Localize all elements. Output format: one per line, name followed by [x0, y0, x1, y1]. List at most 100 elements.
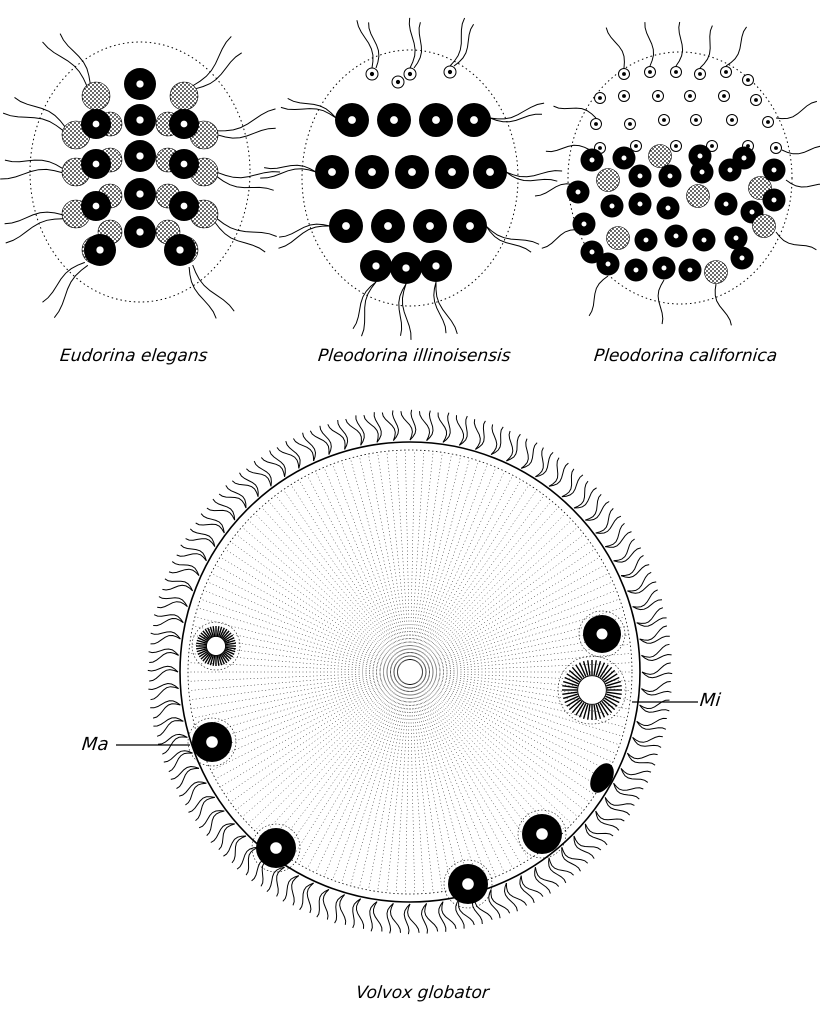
cytoplasmic-strand — [419, 680, 576, 816]
cell-dot — [662, 118, 666, 122]
flagellum — [585, 824, 607, 845]
flagellum — [715, 284, 731, 325]
cell-nucleus — [432, 116, 441, 125]
flagellum — [196, 53, 242, 89]
cytoplasmic-strand — [378, 684, 408, 890]
flagellum — [149, 670, 178, 682]
cytoplasmic-strand — [416, 481, 520, 661]
cytoplasmic-strand — [227, 679, 400, 794]
cell-nucleus — [661, 265, 667, 271]
cell-nucleus — [448, 168, 457, 177]
cytoplasmic-strand — [232, 679, 400, 801]
flagellum — [490, 103, 544, 119]
cell-nucleus — [408, 168, 417, 177]
stippled-cell — [687, 185, 710, 208]
flagellum — [151, 632, 181, 639]
cell-dot — [622, 94, 626, 98]
flagellum — [642, 663, 671, 675]
cytoplasmic-strand — [222, 678, 400, 786]
flagellum — [589, 276, 608, 316]
cytoplasmic-strand — [420, 543, 588, 665]
flagellum — [169, 569, 199, 575]
cell-nucleus — [466, 222, 475, 231]
flagellum — [181, 545, 207, 561]
cytoplasmic-strand — [421, 574, 607, 666]
flagellum — [328, 424, 345, 449]
pleodorina-illinoisensis-colony — [260, 18, 562, 340]
inner-wall — [188, 450, 632, 894]
cytoplasmic-strand — [360, 458, 407, 661]
flagellum — [151, 636, 181, 644]
cytoplasmic-strand — [256, 681, 402, 830]
flagellum — [549, 858, 574, 876]
cytoplasmic-strand — [284, 491, 403, 662]
cell-nucleus — [673, 233, 679, 239]
cytoplasmic-strand — [202, 600, 398, 668]
flagellum — [219, 824, 235, 850]
cytoplasmic-strand — [205, 676, 398, 753]
flagellum — [5, 212, 62, 224]
cytoplasmic-strand — [202, 676, 398, 744]
cell-nucleus — [739, 255, 745, 261]
flagellum — [506, 434, 520, 461]
cell-dot — [634, 144, 638, 148]
flagellum — [554, 106, 597, 118]
cytoplasmic-strand — [418, 502, 551, 662]
cell-nucleus — [581, 221, 587, 227]
cytoplasmic-strand — [256, 515, 402, 664]
flagellum — [223, 836, 246, 856]
cytoplasmic-strand — [277, 497, 403, 663]
sperm-packet-center — [206, 636, 225, 655]
flagellum — [596, 811, 625, 821]
flagellum — [676, 22, 683, 66]
cytoplasmic-strand — [421, 583, 611, 668]
stippled-cell — [705, 261, 728, 284]
cell-nucleus — [96, 246, 104, 254]
flagellum — [148, 666, 178, 672]
cell-dot — [710, 144, 714, 148]
cell-dot — [774, 146, 778, 150]
cell-nucleus — [687, 267, 693, 273]
cytoplasmic-strand — [416, 683, 512, 867]
cell-dot — [766, 120, 770, 124]
cell-nucleus — [667, 173, 673, 179]
flagellum — [549, 458, 559, 487]
flagellum — [193, 265, 235, 311]
flagellum — [605, 523, 624, 546]
cytoplasmic-strand — [416, 486, 527, 662]
cytoplasmic-strand — [316, 683, 405, 871]
flagellum — [162, 585, 192, 591]
flagellum — [232, 481, 258, 497]
stippled-cell — [170, 82, 198, 110]
flagellum — [190, 529, 215, 547]
flagellum — [521, 443, 537, 469]
flagellum — [621, 768, 648, 782]
cytoplasmic-strand — [369, 684, 408, 888]
flagellum — [172, 562, 199, 576]
cell-nucleus — [136, 228, 144, 236]
cytoplasmic-strand — [342, 683, 406, 881]
cytoplasmic-strand — [412, 454, 442, 660]
flagellum — [535, 452, 553, 477]
cell-nucleus — [342, 222, 351, 231]
flagellum — [642, 672, 672, 678]
flagellum — [621, 768, 651, 774]
cell-nucleus — [328, 168, 337, 177]
cell-nucleus — [176, 246, 184, 254]
flagellum — [614, 783, 640, 799]
cell-nucleus — [180, 202, 188, 210]
flagellum — [207, 811, 225, 836]
flagellum — [633, 590, 658, 607]
cytoplasmic-strand — [263, 681, 402, 836]
flagellum — [546, 145, 590, 151]
flagellum — [310, 431, 329, 455]
cell-nucleus — [486, 168, 495, 177]
cytoplasmic-strand — [351, 460, 407, 660]
sperm-bundle — [594, 705, 596, 720]
macrogamete-nucleus — [462, 878, 475, 891]
flagellum — [420, 411, 430, 440]
cytoplasmic-strand — [270, 502, 403, 662]
flagellum — [562, 847, 588, 863]
flagellum — [196, 797, 215, 820]
